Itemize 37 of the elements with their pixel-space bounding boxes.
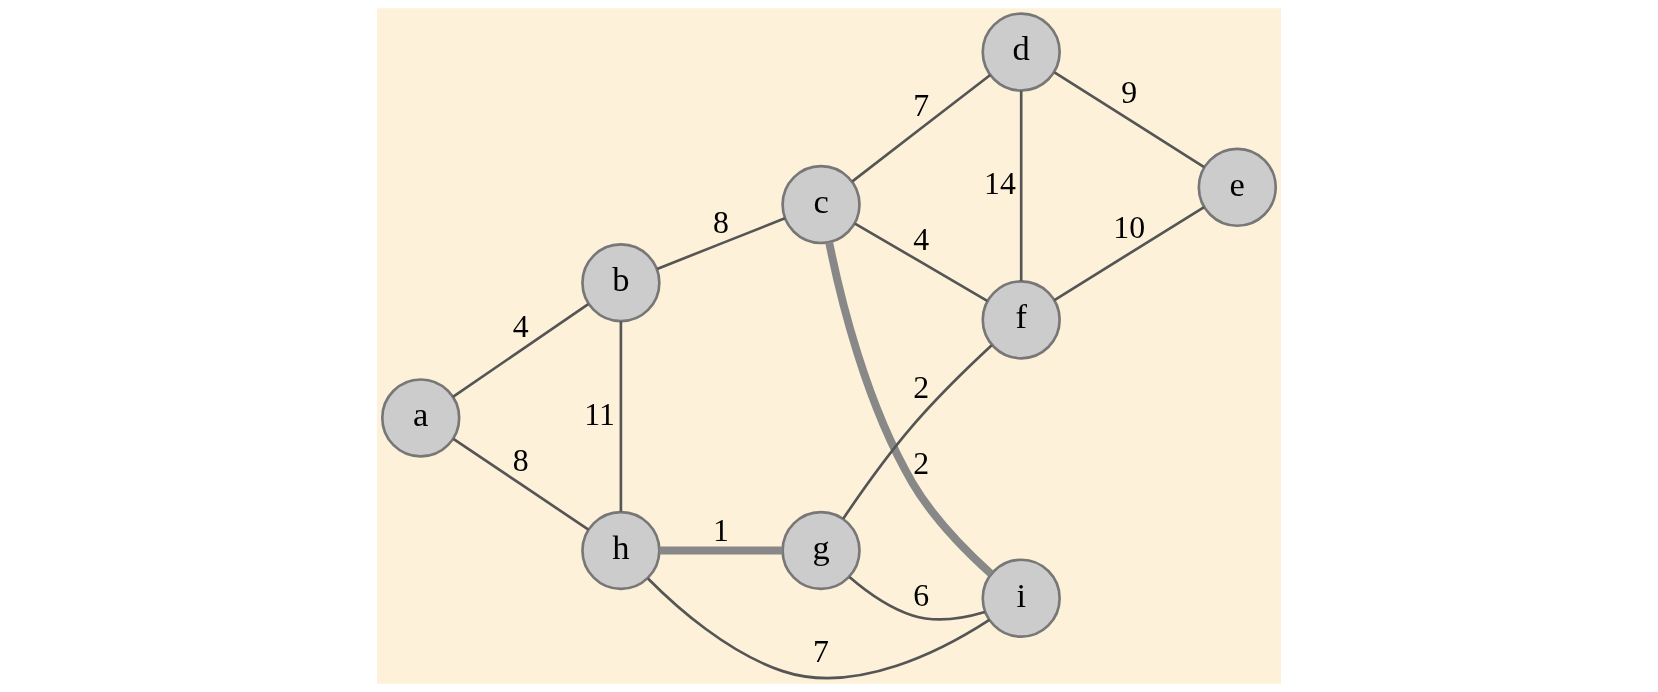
edge-label: 9: [1121, 74, 1138, 110]
edge-label: 1: [713, 513, 729, 549]
connector: [647, 577, 991, 680]
edge-label: 6: [913, 578, 930, 614]
connector: [842, 344, 993, 520]
edge-label: 8: [512, 443, 529, 479]
node-circle: b: [581, 243, 661, 323]
edge-label: 4: [913, 221, 930, 257]
node-circle: g: [781, 510, 861, 591]
connector: [1053, 71, 1205, 169]
node-circle: c: [781, 164, 861, 245]
connector: [848, 575, 986, 621]
node-circle: a: [380, 378, 461, 458]
connector: [854, 222, 988, 302]
edge-label: 2: [913, 370, 930, 406]
node-circle: h: [581, 510, 661, 591]
edge-label: 11: [584, 396, 615, 432]
node-circle: i: [981, 558, 1061, 638]
edge-label: 7: [813, 634, 829, 670]
edge-label: 10: [1113, 209, 1146, 245]
connector: [619, 321, 623, 512]
connector: [825, 241, 994, 577]
node-circle: e: [1197, 147, 1278, 228]
edge-label: 7: [913, 88, 930, 123]
connector: [452, 437, 590, 531]
connector: [659, 546, 783, 555]
edge-label: 8: [713, 204, 729, 240]
connector: [1019, 90, 1023, 281]
connector: [1053, 205, 1205, 302]
connector: [656, 217, 786, 271]
edge-label: 2: [913, 445, 930, 481]
node-circle: d: [981, 12, 1061, 92]
node-circle: f: [981, 280, 1061, 360]
connector: [851, 73, 992, 183]
edge-label: 14: [984, 166, 1016, 202]
connector: [452, 303, 589, 398]
edge-label: 4: [512, 309, 529, 345]
